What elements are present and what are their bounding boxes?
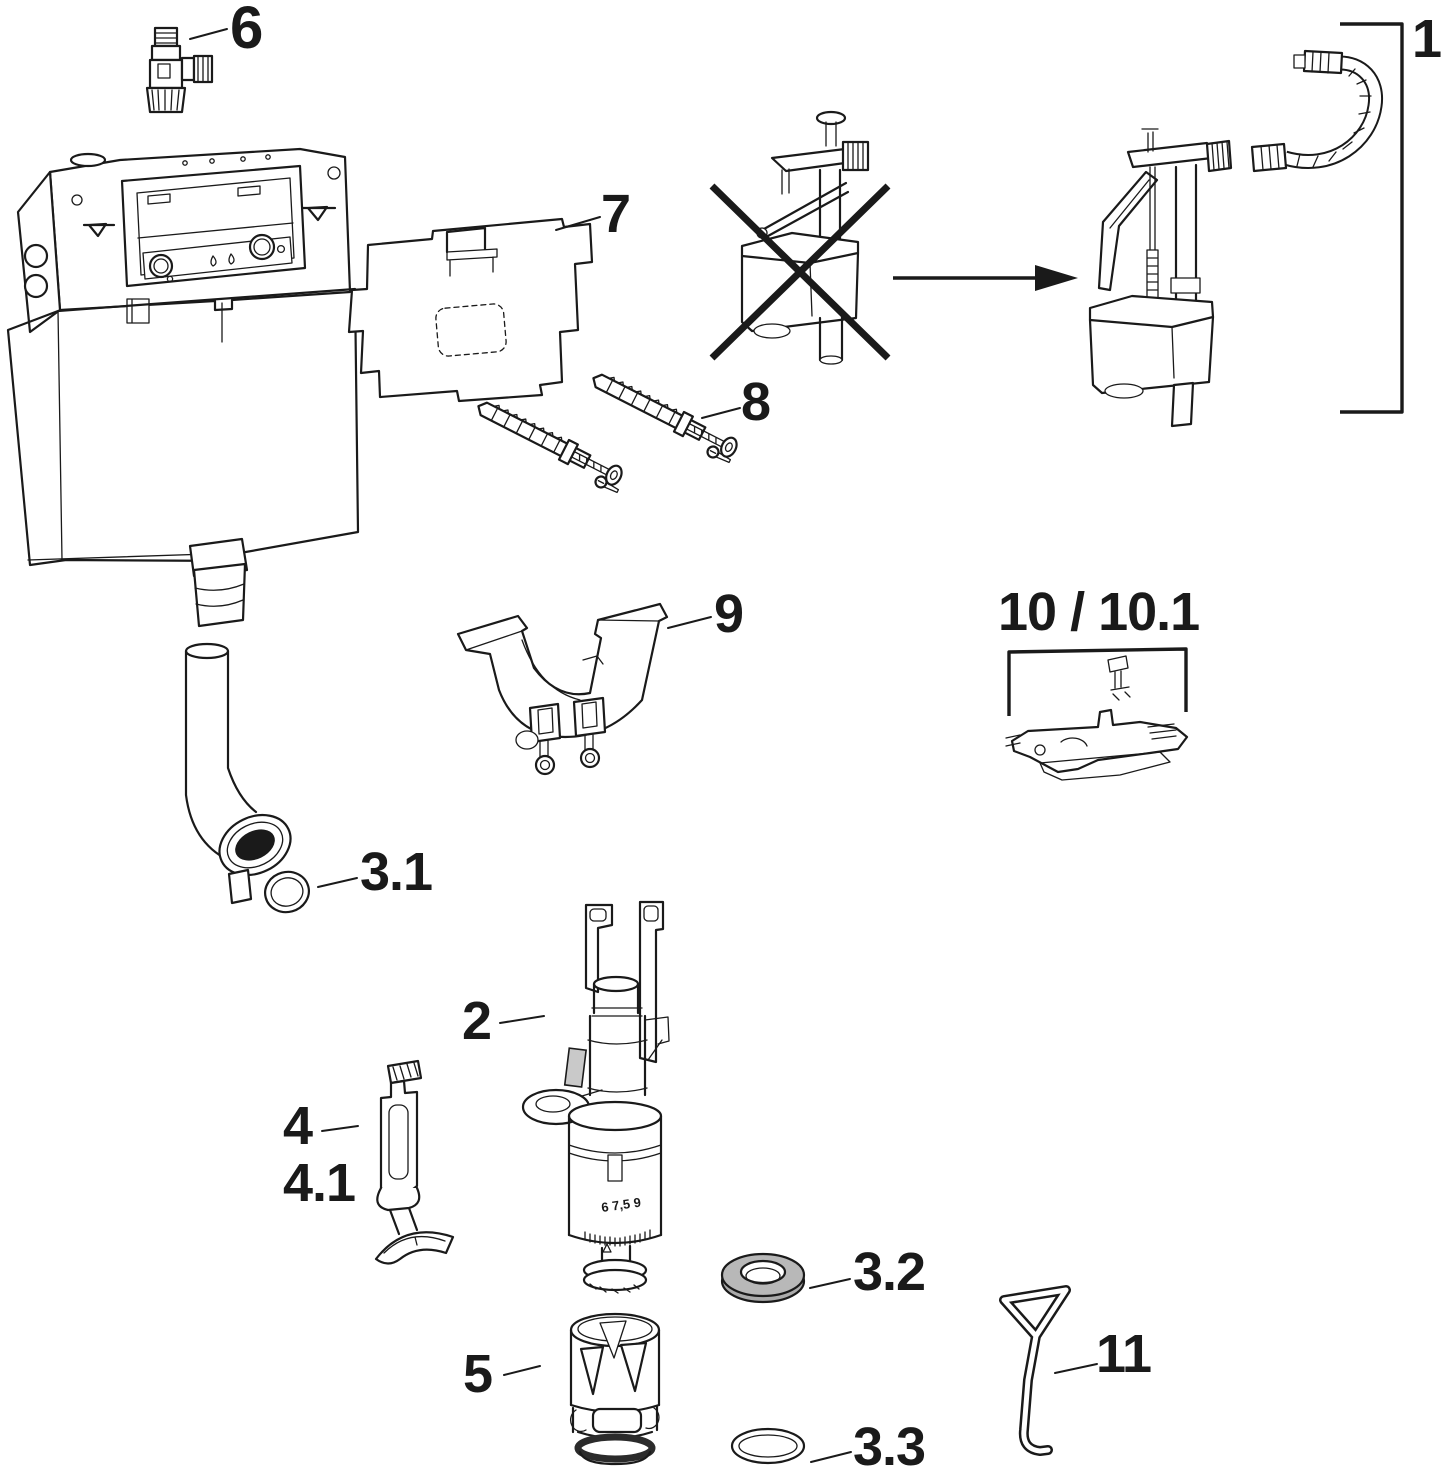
leader-line-3-3 bbox=[810, 1451, 852, 1463]
leader-line-5 bbox=[503, 1365, 541, 1376]
callout-10: 10 / 10.1 bbox=[998, 582, 1200, 642]
callout-3-2: 3.2 bbox=[853, 1242, 926, 1302]
side-clip bbox=[563, 1047, 588, 1088]
leader-line-7 bbox=[555, 216, 601, 231]
callout-1: 1 bbox=[1412, 9, 1442, 69]
flush-volume-scale: 6 7,5 9 bbox=[600, 1195, 641, 1215]
obsolete-fill-valve-drawing bbox=[709, 110, 891, 365]
callout-8: 8 bbox=[741, 372, 771, 432]
leader-line-4 bbox=[321, 1125, 359, 1132]
callout-9: 9 bbox=[714, 584, 744, 644]
callout-6: 6 bbox=[230, 0, 263, 61]
leader-line-3-1 bbox=[317, 877, 358, 888]
callout-11: 11 bbox=[1096, 1324, 1152, 1384]
replaced-by-arrow-icon bbox=[893, 265, 1078, 291]
lift-lever-drawing bbox=[374, 1059, 455, 1265]
push-rod-bracket-drawing bbox=[456, 602, 669, 776]
callout-2: 2 bbox=[462, 991, 492, 1051]
droplet-icon bbox=[210, 255, 217, 267]
callout-4: 4 bbox=[283, 1096, 313, 1156]
callout-7: 7 bbox=[601, 184, 631, 244]
flush-bend-drawing bbox=[184, 642, 292, 905]
screw-icon bbox=[276, 244, 286, 254]
service-hook-tool-drawing bbox=[999, 1285, 1071, 1456]
small-screw-icon bbox=[594, 475, 620, 494]
leader-line-3-2 bbox=[809, 1278, 851, 1289]
fill-valve-drawing bbox=[1088, 22, 1404, 428]
flush-valve-drawing: 6 7,5 9 bbox=[521, 900, 670, 1294]
flex-hose-drawing bbox=[1250, 49, 1384, 173]
callout-5: 5 bbox=[463, 1344, 493, 1404]
callout-4-1: 4.1 bbox=[283, 1153, 356, 1213]
leader-line-9 bbox=[667, 616, 712, 629]
leader-line-8 bbox=[701, 407, 741, 419]
angle-stop-valve-drawing bbox=[145, 26, 214, 114]
group-bracket-10 bbox=[1007, 647, 1188, 716]
water-level-mark-icon bbox=[82, 222, 116, 238]
group-bracket-1 bbox=[1340, 22, 1404, 414]
flush-port-left bbox=[148, 253, 174, 279]
wall-anchor-drawing bbox=[477, 373, 738, 494]
crossed-out-icon bbox=[709, 183, 891, 361]
callout-3-1: 3.1 bbox=[360, 842, 433, 902]
leader-line-2 bbox=[499, 1015, 545, 1024]
flat-washer-drawing bbox=[720, 1252, 806, 1304]
lever-assembly-drawing bbox=[1005, 647, 1189, 781]
seal-ring-3-1-drawing bbox=[264, 870, 310, 914]
valve-seat-basket-drawing bbox=[569, 1312, 661, 1466]
callout-3-3: 3.3 bbox=[853, 1417, 926, 1477]
droplet-icon bbox=[228, 253, 235, 265]
water-level-mark-icon bbox=[301, 205, 337, 222]
cistern-tank-drawing bbox=[6, 147, 360, 628]
leader-line-6 bbox=[189, 28, 228, 40]
o-ring-drawing bbox=[730, 1427, 806, 1465]
leader-line-11 bbox=[1054, 1363, 1098, 1374]
cover-plate-drawing bbox=[347, 217, 594, 403]
small-screw-icon bbox=[706, 445, 732, 464]
